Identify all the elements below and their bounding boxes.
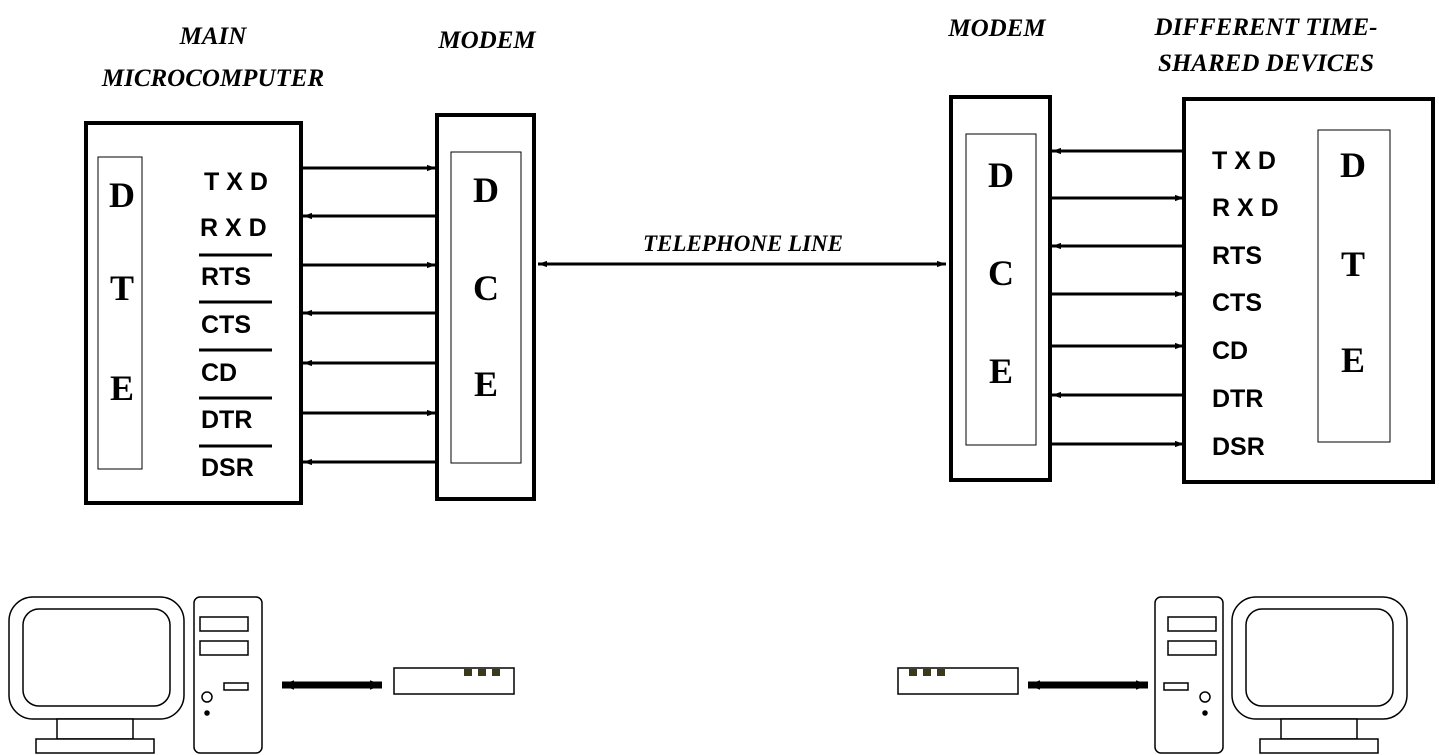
right-signal-cd: CD — [1212, 337, 1248, 365]
left-dce-letter-c: C — [473, 268, 499, 308]
right-signal-cts: CTS — [1212, 289, 1262, 317]
left-signal-dsr: DSR — [201, 454, 254, 482]
left-dce-letter-d: D — [473, 170, 499, 210]
left-modem-title: MODEM — [437, 27, 536, 54]
right-dte-box — [1182, 97, 1435, 484]
left-monitor-base — [35, 738, 155, 754]
right-modem-led3 — [937, 669, 945, 676]
right-signal-txd: T X D — [1212, 147, 1276, 175]
left-station-title-line2: MICROCOMPUTER — [101, 65, 324, 92]
left-tower-power-button — [201, 691, 213, 703]
right-modem-title: MODEM — [947, 15, 1046, 42]
right-tower-drive1 — [1167, 616, 1217, 632]
right-dce-box — [949, 95, 1052, 482]
left-signal-txd: T X D — [204, 168, 268, 196]
left-signal-cd: CD — [201, 359, 237, 387]
right-monitor-base — [1259, 738, 1379, 754]
right-modem-icon — [897, 667, 1019, 695]
left-tower-drive1 — [199, 616, 249, 632]
right-computer-icon — [1154, 596, 1408, 754]
left-tower-drive2 — [199, 640, 249, 656]
right-dce-inner-box — [965, 133, 1037, 446]
left-dce-inner-box — [450, 151, 522, 464]
left-signal-dtr: DTR — [201, 406, 252, 434]
left-dte-letter-e: E — [110, 368, 134, 408]
right-tower-led — [1202, 710, 1208, 716]
left-signal-rxd: R X D — [200, 214, 267, 242]
left-computer-icon — [8, 596, 263, 754]
right-signal-rts: RTS — [1212, 242, 1262, 270]
right-tower-drive2 — [1167, 640, 1217, 656]
left-signal-overlines — [199, 253, 272, 448]
right-station-title-line1: DIFFERENT TIME- — [1154, 14, 1378, 41]
right-tower-power-button — [1199, 691, 1211, 703]
left-dce-box — [435, 113, 536, 501]
right-dce-letter-c: C — [988, 253, 1014, 293]
left-station-title-line1: MAIN — [179, 23, 248, 50]
telephone-line-label: TELEPHONE LINE — [643, 231, 843, 256]
left-signal-labels: T X D R X D RTS CTS CD DTR DSR — [200, 168, 268, 482]
left-modem-led1 — [464, 669, 472, 676]
left-signal-rts: RTS — [201, 263, 251, 291]
right-modem-body — [897, 667, 1019, 695]
left-modem-led3 — [492, 669, 500, 676]
right-dte-inner-box — [1317, 129, 1391, 443]
right-dte-letter-d: D — [1340, 145, 1366, 185]
right-dte-letter-t: T — [1341, 244, 1365, 284]
left-tower-led — [204, 710, 210, 716]
right-modem-led2 — [923, 669, 931, 676]
right-dce-letter-d: D — [988, 155, 1014, 195]
left-monitor-neck — [56, 718, 134, 740]
left-dte-letter-d: D — [109, 175, 135, 215]
right-signal-dsr: DSR — [1212, 433, 1265, 461]
right-dte-letter-e: E — [1341, 340, 1365, 380]
right-signal-arrows — [1052, 147, 1184, 448]
left-dte-letter-t: T — [110, 268, 134, 308]
left-tower-slot — [223, 682, 249, 691]
left-dce-letter-e: E — [474, 364, 498, 404]
right-monitor-neck — [1280, 718, 1358, 740]
left-signal-cts: CTS — [201, 311, 251, 339]
right-signal-dtr: DTR — [1212, 385, 1263, 413]
left-signal-arrows — [303, 164, 436, 466]
right-modem-led1 — [909, 669, 917, 676]
right-tower-slot — [1163, 682, 1189, 691]
left-modem-led2 — [478, 669, 486, 676]
left-modem-icon — [393, 667, 515, 695]
left-dte-box — [84, 121, 303, 505]
right-signal-rxd: R X D — [1212, 194, 1279, 222]
right-station-title-line2: SHARED DEVICES — [1158, 50, 1374, 77]
left-dte-inner-box — [97, 156, 143, 470]
right-screen — [1245, 608, 1394, 707]
right-signal-labels: T X D R X D RTS CTS CD DTR DSR — [1212, 147, 1279, 461]
left-screen — [22, 608, 171, 707]
left-tower — [193, 596, 263, 754]
right-dce-letter-e: E — [989, 351, 1013, 391]
